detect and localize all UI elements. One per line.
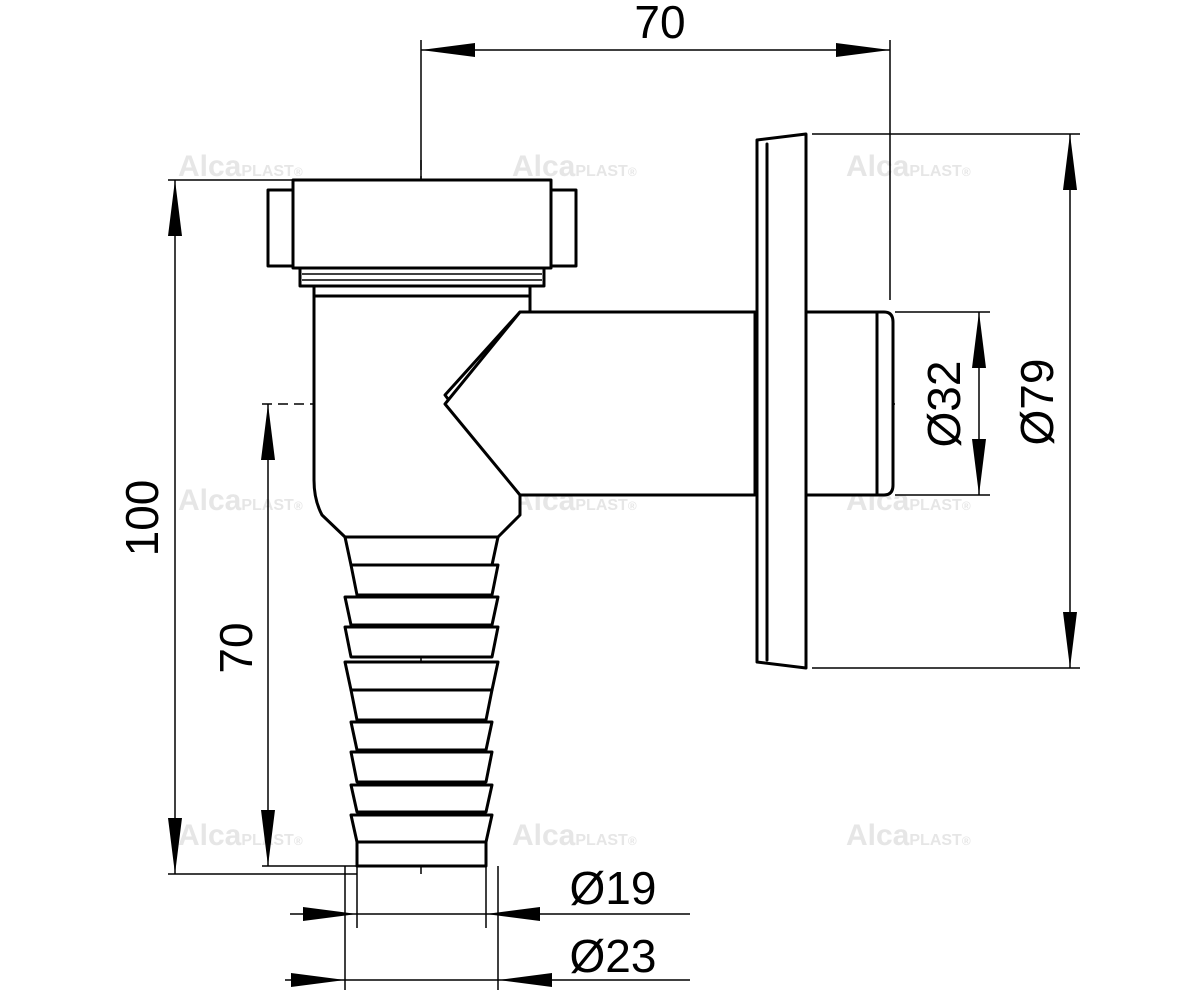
- thread-ring: [298, 266, 546, 288]
- dim-pipe-diameter: Ø32: [895, 311, 990, 496]
- dim-total-height-label: 100: [116, 480, 168, 557]
- dim-outlet-height: 70: [210, 404, 357, 867]
- wall-flange: [755, 132, 808, 670]
- watermark: AlcaPLAST®: [512, 819, 637, 852]
- watermarks: AlcaPLAST® AlcaPLAST® AlcaPLAST® AlcaPLA…: [178, 150, 971, 852]
- dim-hose-inner: Ø19: [290, 862, 690, 928]
- watermark: AlcaPLAST®: [512, 150, 637, 183]
- watermark: AlcaPLAST®: [178, 484, 303, 517]
- hose-barb: [343, 535, 500, 868]
- dim-top-width: 70: [420, 0, 891, 300]
- dim-flange-diameter-label: Ø79: [1011, 359, 1063, 446]
- nut: [291, 178, 553, 270]
- dim-pipe-diameter-label: Ø32: [918, 361, 970, 448]
- watermark: AlcaPLAST®: [178, 819, 303, 852]
- nut-lug-left: [266, 188, 298, 268]
- watermark: AlcaPLAST®: [846, 819, 971, 852]
- dim-outlet-height-label: 70: [210, 622, 262, 673]
- dim-hose-inner-label: Ø19: [570, 862, 657, 914]
- outlet-pipe: [443, 310, 757, 497]
- dim-flange-diameter: Ø79: [812, 133, 1080, 669]
- dim-top-width-label: 70: [634, 0, 685, 48]
- siphon-body: [266, 132, 895, 868]
- pipe-spigot: [803, 310, 895, 497]
- watermark: AlcaPLAST®: [178, 150, 303, 183]
- dim-hose-outer-label: Ø23: [570, 930, 657, 982]
- dim-hose-outer: Ø23: [285, 866, 690, 990]
- watermark: AlcaPLAST®: [846, 150, 971, 183]
- dim-total-height: 100: [116, 179, 357, 875]
- body: [312, 284, 532, 539]
